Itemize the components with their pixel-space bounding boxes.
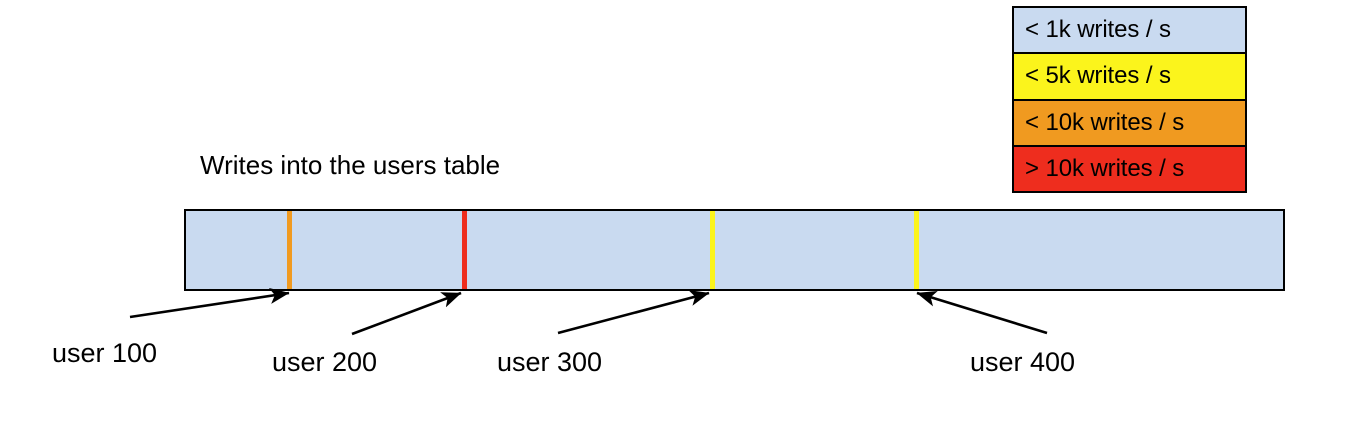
label-user-400: user 400	[970, 347, 1076, 377]
users-table-band	[184, 209, 1285, 291]
marker-user-100	[287, 211, 292, 289]
label-user-300: user 300	[497, 347, 603, 377]
label-user-100: user 100	[52, 338, 158, 368]
label-user-200: user 200	[272, 347, 378, 377]
legend-label-under-5k: < 5k writes / s	[1025, 62, 1171, 90]
arrow-user-400	[916, 290, 1048, 335]
legend-row-under-5k: < 5k writes / s	[1014, 54, 1245, 101]
legend-row-under-10k: < 10k writes / s	[1014, 100, 1245, 147]
arrow-user-200	[351, 291, 462, 336]
legend-label-over-10k: > 10k writes / s	[1025, 154, 1185, 182]
legend-row-under-1k: < 1k writes / s	[1014, 8, 1245, 55]
marker-user-300	[710, 211, 715, 289]
write-rate-legend: < 1k writes / s < 5k writes / s < 10k wr…	[1012, 6, 1247, 193]
arrow-user-100	[129, 287, 290, 319]
chart-title: Writes into the users table	[200, 150, 501, 180]
marker-user-200	[462, 211, 467, 289]
legend-label-under-1k: < 1k writes / s	[1025, 16, 1171, 44]
arrow-user-300	[557, 290, 710, 335]
legend-label-under-10k: < 10k writes / s	[1025, 108, 1185, 136]
marker-user-400	[914, 211, 919, 289]
legend-row-over-10k: > 10k writes / s	[1014, 146, 1245, 191]
